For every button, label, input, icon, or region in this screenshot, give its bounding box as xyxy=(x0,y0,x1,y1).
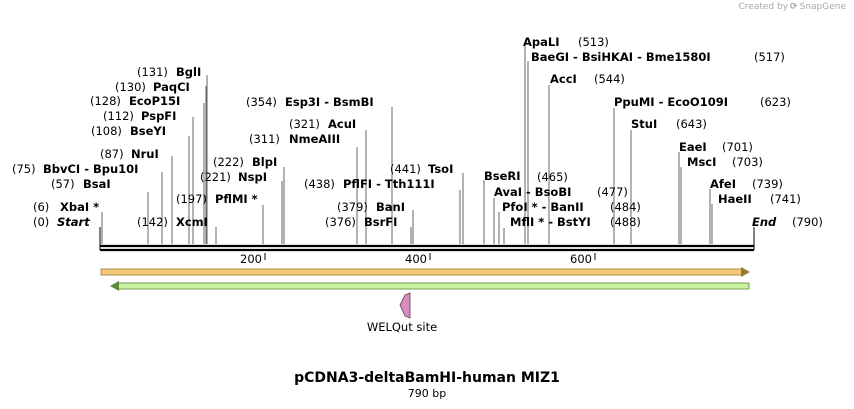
end-label: End xyxy=(752,215,777,229)
site-position: (484) xyxy=(610,200,641,214)
site-label[interactable]: TsoI xyxy=(428,162,453,176)
ruler-label-400: 400 xyxy=(405,252,427,266)
site-label[interactable]: NruI xyxy=(131,147,159,161)
snapgene-credit: Created by ⟳ SnapGene xyxy=(739,2,846,12)
site-position: (222) xyxy=(213,155,244,169)
site-position: (465) xyxy=(537,170,568,184)
map-title: pCDNA3-deltaBamHI-human MIZ1 xyxy=(294,370,560,386)
site-label[interactable]: MscI xyxy=(687,155,716,169)
site-position: (376) xyxy=(325,215,356,229)
end-position: (790) xyxy=(792,215,823,229)
site-label[interactable]: AvaI - BsoBI xyxy=(494,185,571,199)
site-position: (513) xyxy=(578,35,609,49)
site-label[interactable]: XcmI xyxy=(176,215,208,229)
site-label[interactable]: NmeAIII xyxy=(289,132,340,146)
site-position: (438) xyxy=(304,177,335,191)
green-feature-arrow[interactable] xyxy=(110,281,750,291)
site-position: (197) xyxy=(176,192,207,206)
site-label[interactable]: PfoI * - BanII xyxy=(502,200,584,214)
site-position: (623) xyxy=(760,95,791,109)
credit-brand: SnapGene xyxy=(799,2,846,12)
site-label[interactable]: PflMI * xyxy=(215,192,258,206)
site-label[interactable]: BaeGI - BsiHKAI - Bme1580I xyxy=(531,50,711,64)
site-label[interactable]: BseYI xyxy=(130,124,166,138)
site-label[interactable]: EaeI xyxy=(679,140,707,154)
site-label[interactable]: BseRI xyxy=(484,169,521,183)
site-label[interactable]: ApaLI xyxy=(523,35,560,49)
site-position: (739) xyxy=(752,177,783,191)
site-label[interactable]: PspFI xyxy=(141,109,176,123)
site-position: (112) xyxy=(103,109,134,123)
ruler: 200 400 600 xyxy=(240,252,596,266)
site-label[interactable]: BbvCI - Bpu10I xyxy=(43,162,138,176)
site-position: (75) xyxy=(12,162,36,176)
site-label[interactable]: PflFI - Tth111I xyxy=(343,177,435,191)
site-label[interactable]: BsaI xyxy=(83,177,111,191)
welqut-site-label: WELQut site xyxy=(367,320,437,334)
site-position: (221) xyxy=(200,170,231,184)
credit-prefix: Created by xyxy=(738,2,789,12)
site-label[interactable]: BsrFI xyxy=(364,215,397,229)
welqut-site-arrow[interactable] xyxy=(399,292,411,319)
site-position: (544) xyxy=(594,72,625,86)
site-position: (477) xyxy=(597,185,628,199)
snapgene-logo-icon: ⟳ xyxy=(790,2,798,12)
site-position: (379) xyxy=(337,200,368,214)
site-position: (57) xyxy=(51,177,75,191)
site-position: (441) xyxy=(390,162,421,176)
site-position: (128) xyxy=(90,94,121,108)
site-position: (6) xyxy=(33,200,49,214)
site-label[interactable]: AcuI xyxy=(328,117,356,131)
site-label[interactable]: BanI xyxy=(376,200,405,214)
site-position: (643) xyxy=(676,117,707,131)
site-label[interactable]: AfeI xyxy=(710,177,736,191)
site-position: (321) xyxy=(289,117,320,131)
site-label[interactable]: StuI xyxy=(631,117,657,131)
site-position: (354) xyxy=(246,95,277,109)
welqut-site-feature[interactable]: WELQut site xyxy=(367,292,437,334)
site-label[interactable]: NspI xyxy=(238,170,267,184)
site-position: (741) xyxy=(770,192,801,206)
site-label[interactable]: PaqCI xyxy=(153,80,190,94)
site-leaders xyxy=(101,46,713,244)
start-position: (0) xyxy=(33,215,49,229)
site-label[interactable]: BglI xyxy=(176,65,201,79)
site-position: (703) xyxy=(732,155,763,169)
site-label[interactable]: AccI xyxy=(550,72,577,86)
site-position: (701) xyxy=(722,140,753,154)
start-label: Start xyxy=(57,215,90,229)
map-subtitle: 790 bp xyxy=(407,387,447,400)
ruler-label-600: 600 xyxy=(570,252,592,266)
site-label[interactable]: HaeII xyxy=(718,192,752,206)
site-position: (517) xyxy=(754,50,785,64)
site-label[interactable]: BlpI xyxy=(252,155,277,169)
orange-feature-arrow[interactable] xyxy=(100,267,750,277)
restriction-sites: (6) XbaI * (57) BsaI (75) BbvCI - Bpu10I… xyxy=(12,35,801,229)
site-position: (130) xyxy=(115,80,146,94)
site-position: (131) xyxy=(137,65,168,79)
site-label[interactable]: EcoP15I xyxy=(129,94,180,108)
site-label[interactable]: Esp3I - BsmBI xyxy=(285,95,374,109)
site-position: (488) xyxy=(610,215,641,229)
site-position: (87) xyxy=(100,147,124,161)
site-label[interactable]: PpuMI - EcoO109I xyxy=(614,95,728,109)
site-position: (311) xyxy=(249,132,280,146)
ruler-label-200: 200 xyxy=(240,252,262,266)
site-position: (108) xyxy=(91,124,122,138)
site-position: (142) xyxy=(137,215,168,229)
site-label[interactable]: XbaI * xyxy=(60,200,99,214)
site-label[interactable]: MflI * - BstYI xyxy=(510,215,591,229)
